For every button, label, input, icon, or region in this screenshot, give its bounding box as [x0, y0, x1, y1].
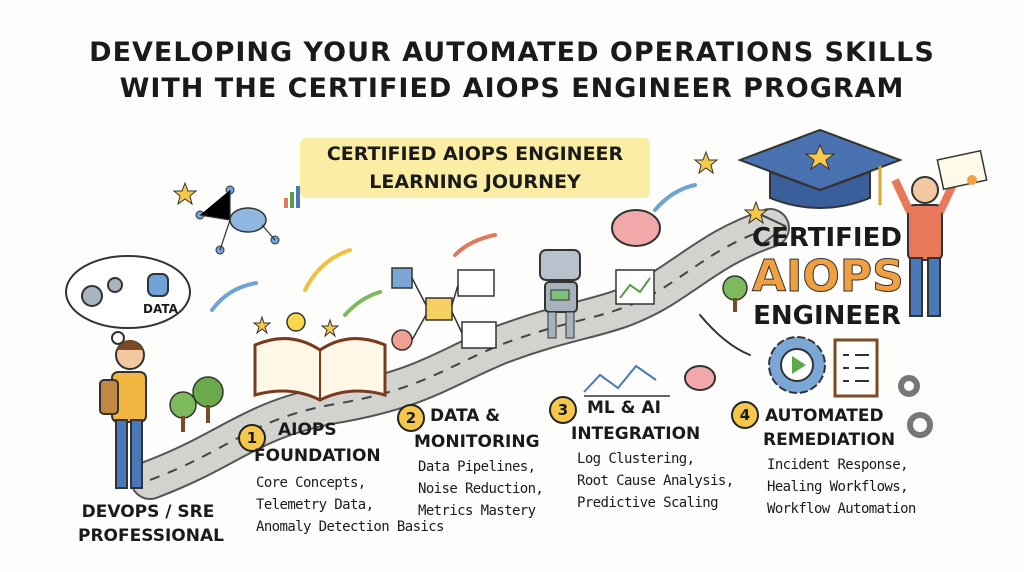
line-chart-icon — [583, 364, 670, 397]
journey-banner: CERTIFIED AIOPS ENGINEER LEARNING JOURNE… — [300, 138, 650, 198]
certificate-icon — [936, 149, 988, 191]
goal-line-1: CERTIFIED — [752, 223, 902, 253]
tree-icon — [722, 275, 748, 312]
robot-icon — [539, 249, 581, 339]
checklist-clipboard-icon — [833, 338, 879, 398]
devops-person-icon — [99, 340, 147, 489]
detail-item: Metrics Mastery — [418, 503, 536, 519]
goal-line-2: AIOPS — [752, 251, 905, 302]
step-subtitle: INTEGRATION — [571, 424, 701, 444]
detail-item: Noise Reduction, — [418, 481, 544, 497]
detail-item: Predictive Scaling — [577, 495, 719, 511]
star-icon — [172, 150, 769, 338]
step-details: Core Concepts, Telemetry Data, Anomaly D… — [256, 472, 444, 538]
step-subtitle: REMEDIATION — [763, 430, 896, 450]
step-number-badge: 3 — [549, 396, 577, 424]
certified-goal: CERTIFIED AIOPS ENGINEER — [752, 222, 905, 332]
step-title: AUTOMATED — [765, 406, 884, 426]
page-title-line-2: WITH THE CERTIFIED AIOPS ENGINEER PROGRA… — [119, 73, 905, 104]
step-number-badge: 4 — [731, 401, 759, 429]
banner-line-2: LEARNING JOURNEY — [369, 171, 581, 193]
step-number-badge: 1 — [238, 424, 266, 452]
start-label-line-1: DEVOPS / SRE — [81, 502, 215, 522]
data-cloud-network-icon — [195, 185, 300, 255]
step-number-badge: 2 — [397, 404, 425, 432]
start-label-line-2: PROFESSIONAL — [78, 526, 224, 546]
detail-item: Incident Response, — [767, 457, 909, 473]
tree-icon — [169, 391, 197, 432]
detail-item: Workflow Automation — [767, 501, 916, 517]
step-title: ML & AI — [587, 398, 661, 418]
step-details: Incident Response, Healing Workflows, Wo… — [767, 454, 916, 520]
thought-data-label: DATA — [143, 302, 178, 316]
data-flow-diagram-icon — [391, 267, 497, 351]
goal-line-3: ENGINEER — [753, 301, 901, 331]
chart-panel-icon — [615, 269, 655, 305]
detail-item: Telemetry Data, — [256, 497, 374, 513]
growth-arrow-icon — [210, 183, 751, 356]
detail-item: Healing Workflows, — [767, 479, 909, 495]
step-title: AIOPS — [278, 420, 337, 440]
graduation-cap-icon — [737, 128, 903, 209]
tree-icon — [192, 376, 224, 423]
start-label: DEVOPS / SRE PROFESSIONAL — [78, 500, 224, 548]
certified-person-icon — [891, 176, 959, 317]
banner-line-1: CERTIFIED AIOPS ENGINEER — [326, 143, 624, 165]
gears-icon — [898, 375, 933, 438]
step-details: Log Clustering, Root Cause Analysis, Pre… — [577, 448, 734, 514]
detail-item: Data Pipelines, — [418, 459, 536, 475]
step-subtitle: MONITORING — [414, 432, 540, 452]
step-title: DATA & — [430, 406, 501, 426]
page-title-line-1: DEVELOPING YOUR AUTOMATED OPERATIONS SKI… — [89, 37, 935, 68]
detail-item: Log Clustering, — [577, 451, 695, 467]
brain-icon — [684, 365, 716, 391]
detail-item: Anomaly Detection Basics — [256, 519, 444, 535]
detail-item: Core Concepts, — [256, 475, 366, 491]
open-book-icon — [253, 337, 387, 402]
step-details: Data Pipelines, Noise Reduction, Metrics… — [418, 456, 544, 522]
step-subtitle: FOUNDATION — [254, 446, 381, 466]
brain-icon — [611, 209, 661, 247]
lightbulb-icon — [286, 312, 306, 332]
detail-item: Root Cause Analysis, — [577, 473, 734, 489]
gear-play-icon — [768, 336, 826, 394]
